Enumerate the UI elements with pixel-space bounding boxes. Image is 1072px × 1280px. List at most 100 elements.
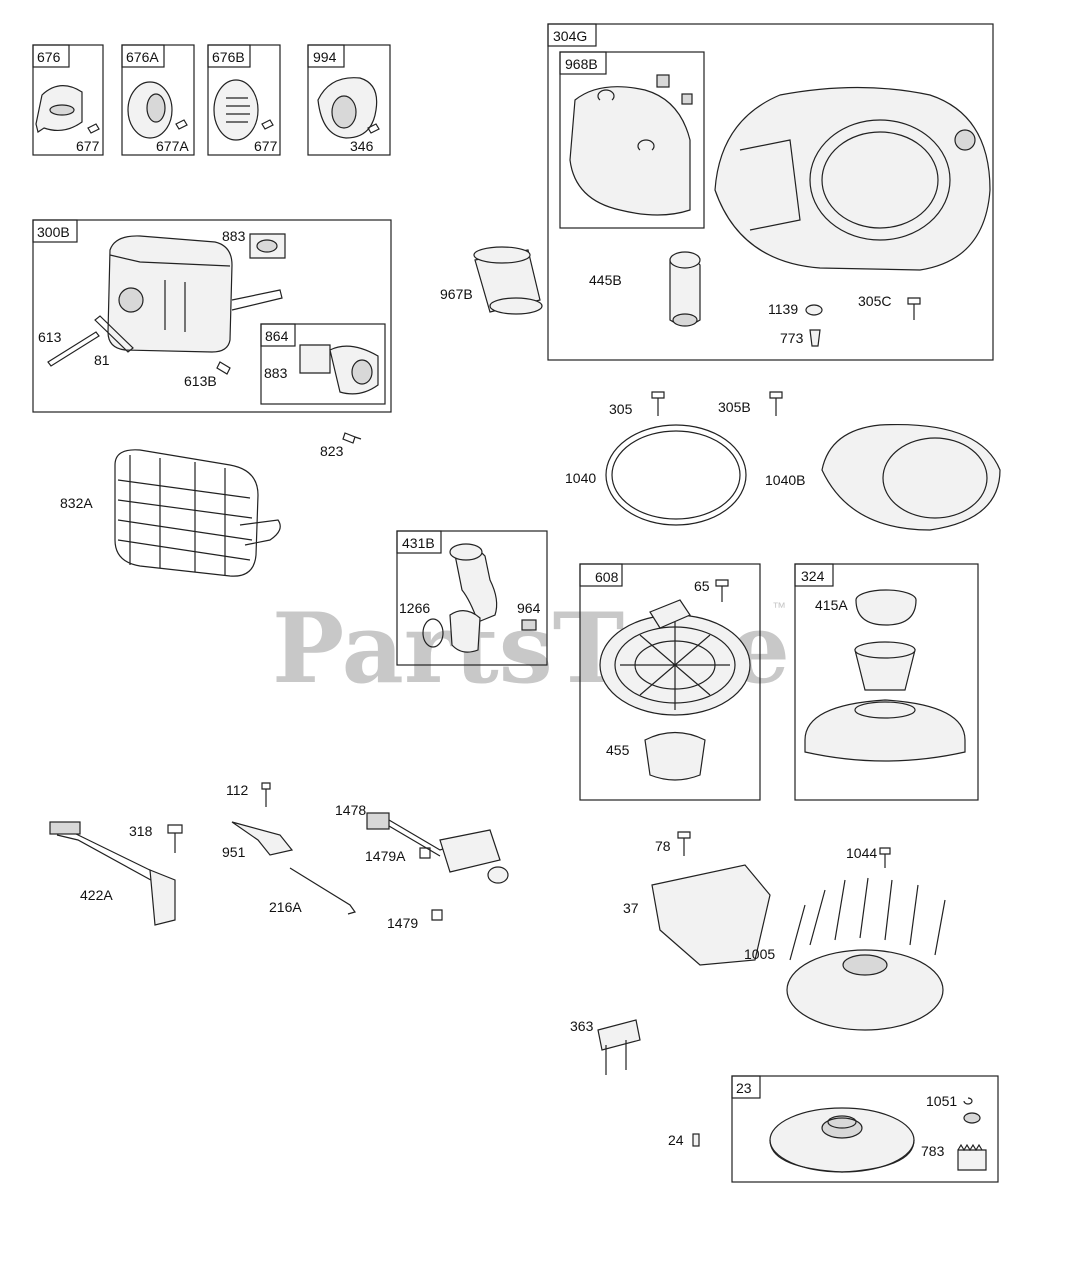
group-676A[interactable]: 676A 677A bbox=[121, 44, 195, 156]
part-823[interactable]: 823 bbox=[320, 432, 362, 459]
part-label-422A: 422A bbox=[80, 887, 113, 903]
stud-icon bbox=[47, 331, 100, 367]
screw-icon bbox=[167, 824, 183, 853]
washer-icon bbox=[805, 304, 823, 316]
part-label-613: 613 bbox=[38, 329, 62, 345]
part-1044[interactable]: 1044 bbox=[846, 845, 891, 868]
group-label-300B: 300B bbox=[37, 224, 70, 240]
bracket-icon bbox=[231, 821, 294, 856]
group-994[interactable]: 994 346 bbox=[307, 44, 391, 156]
group-300B[interactable]: 300B 883 613 81 613B 864 883 bbox=[32, 219, 392, 413]
part-label-677A: 677A bbox=[156, 138, 189, 154]
bolt-icon bbox=[769, 391, 783, 416]
part-label-415A: 415A bbox=[815, 597, 848, 613]
group-label-968B: 968B bbox=[565, 56, 598, 72]
bolt-icon bbox=[651, 391, 665, 416]
part-label-1051: 1051 bbox=[926, 1093, 957, 1109]
blower-housing-icon bbox=[714, 86, 991, 271]
part-318[interactable]: 318 bbox=[129, 823, 183, 853]
group-608[interactable]: 608 455 65 bbox=[579, 563, 761, 801]
part-label-305: 305 bbox=[609, 401, 633, 417]
group-label-324: 324 bbox=[801, 568, 825, 584]
part-1005[interactable]: 1005 bbox=[744, 877, 946, 1031]
group-324[interactable]: 324 415A bbox=[794, 563, 979, 801]
part-label-964: 964 bbox=[517, 600, 541, 616]
o-ring-icon bbox=[422, 618, 444, 648]
part-78[interactable]: 78 bbox=[655, 831, 691, 856]
part-label-1478: 1478 bbox=[335, 802, 366, 818]
part-363[interactable]: 363 bbox=[570, 1018, 641, 1075]
screw-icon bbox=[216, 361, 231, 375]
part-1479A[interactable]: 1479A bbox=[365, 829, 509, 884]
watermark-trademark: ™ bbox=[772, 599, 786, 615]
part-1040[interactable]: 1040 bbox=[565, 424, 747, 526]
group-304G[interactable]: 304G 968B 445B 1139 773 305C bbox=[547, 23, 994, 361]
connector-icon bbox=[366, 812, 390, 830]
part-112[interactable]: 112 bbox=[226, 782, 271, 807]
group-label-994: 994 bbox=[313, 49, 337, 65]
group-label-676: 676 bbox=[37, 49, 61, 65]
part-label-677-b: 677 bbox=[254, 138, 278, 154]
part-label-613B: 613B bbox=[184, 373, 217, 389]
part-label-318: 318 bbox=[129, 823, 153, 839]
starter-cup-icon bbox=[644, 731, 706, 781]
part-label-1005: 1005 bbox=[744, 946, 775, 962]
part-label-783: 783 bbox=[921, 1143, 945, 1159]
screw-icon bbox=[261, 782, 271, 807]
part-label-112: 112 bbox=[226, 782, 249, 798]
muffler-guard-icon bbox=[114, 449, 259, 577]
part-label-65: 65 bbox=[694, 578, 710, 594]
key-icon bbox=[963, 1097, 973, 1105]
screw-icon bbox=[419, 847, 431, 859]
part-422A[interactable]: 422A bbox=[49, 821, 176, 926]
part-label-1479A: 1479A bbox=[365, 848, 406, 864]
part-951[interactable]: 951 bbox=[222, 821, 294, 860]
part-305[interactable]: 305 bbox=[609, 391, 665, 417]
part-label-883: 883 bbox=[222, 228, 246, 244]
part-832A[interactable]: 832A bbox=[60, 449, 281, 577]
plug-icon bbox=[809, 329, 821, 347]
link-rod-icon bbox=[289, 867, 356, 915]
part-label-305C: 305C bbox=[858, 293, 891, 309]
part-label-78: 78 bbox=[655, 838, 671, 854]
part-label-81: 81 bbox=[94, 352, 110, 368]
part-label-773: 773 bbox=[780, 330, 804, 346]
part-label-677: 677 bbox=[76, 138, 100, 154]
adapter-icon bbox=[449, 610, 481, 653]
gear-icon bbox=[957, 1149, 987, 1171]
group-23[interactable]: 23 1051 783 bbox=[731, 1075, 999, 1183]
group-431B[interactable]: 431B 1266 964 bbox=[396, 530, 548, 666]
ring-icon bbox=[605, 424, 747, 526]
part-label-1139: 1139 bbox=[768, 301, 798, 317]
bolt-icon bbox=[677, 831, 691, 856]
part-24[interactable]: 24 bbox=[668, 1132, 700, 1148]
part-label-363: 363 bbox=[570, 1018, 594, 1034]
group-676B[interactable]: 676B 677 bbox=[207, 44, 281, 156]
group-label-23: 23 bbox=[736, 1080, 752, 1096]
part-1478[interactable]: 1478 bbox=[335, 802, 471, 857]
group-label-676A: 676A bbox=[126, 49, 159, 65]
part-label-1266: 1266 bbox=[399, 600, 430, 616]
part-label-967B: 967B bbox=[440, 286, 473, 302]
part-37[interactable]: 37 bbox=[623, 864, 771, 966]
part-1479[interactable]: 1479 bbox=[387, 909, 443, 931]
part-216A[interactable]: 216A bbox=[269, 867, 356, 915]
part-1040B[interactable]: 1040B bbox=[765, 423, 1001, 531]
shroud-icon bbox=[821, 423, 1001, 531]
part-label-1044: 1044 bbox=[846, 845, 877, 861]
screw-icon bbox=[431, 909, 443, 921]
air-guide-icon bbox=[651, 864, 771, 966]
part-label-951: 951 bbox=[222, 844, 246, 860]
part-label-37: 37 bbox=[623, 900, 639, 916]
part-label-832A: 832A bbox=[60, 495, 93, 511]
group-676[interactable]: 676 677 bbox=[32, 44, 104, 156]
group-label-864: 864 bbox=[265, 328, 289, 344]
group-label-608: 608 bbox=[595, 569, 619, 585]
part-967B[interactable]: 967B bbox=[440, 246, 543, 315]
part-305B[interactable]: 305B bbox=[718, 391, 783, 416]
part-label-346: 346 bbox=[350, 138, 374, 154]
bolt-icon bbox=[907, 297, 921, 320]
screw-icon bbox=[879, 847, 891, 868]
part-label-1479: 1479 bbox=[387, 915, 418, 931]
